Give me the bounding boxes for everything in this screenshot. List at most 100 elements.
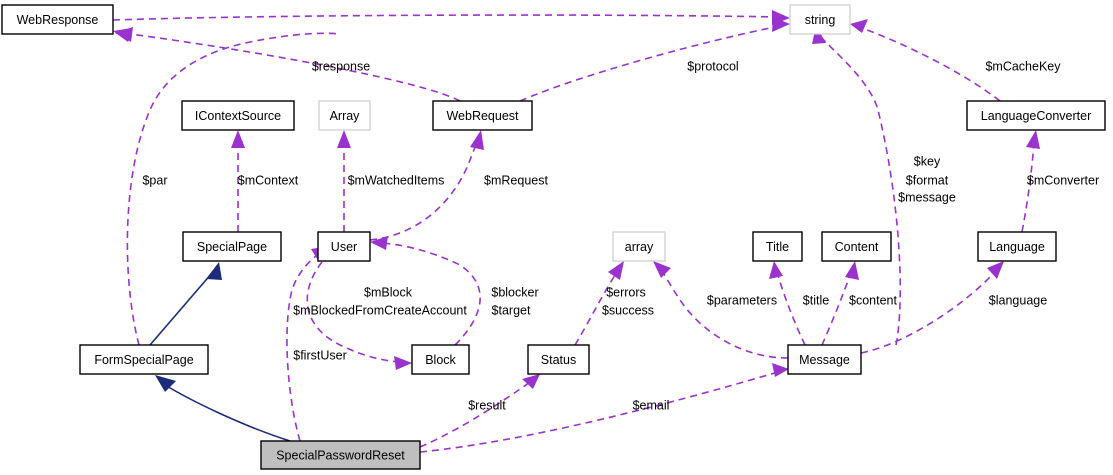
edge-formspecialpage-webresponse (126, 32, 341, 346)
arrowhead-user-blocker (370, 236, 388, 250)
node-string[interactable]: string (789, 4, 851, 35)
node-label-block: Block (425, 353, 456, 367)
node-specialpage[interactable]: SpecialPage (182, 231, 282, 262)
arrowhead-content-content (845, 261, 859, 280)
node-content[interactable]: Content (821, 231, 892, 262)
node-specialpasswordreset[interactable]: SpecialPasswordReset (260, 440, 421, 470)
edge-label-firstuser: $firstUser (293, 348, 346, 362)
edge-label-format: $format (906, 173, 949, 187)
node-icontextsource[interactable]: IContextSource (181, 100, 295, 131)
edge-label-content-label: $content (849, 293, 897, 307)
edge-user-webrequest (369, 141, 478, 241)
node-formspecialpage[interactable]: FormSpecialPage (79, 344, 209, 375)
edge-label-target: $target (492, 303, 531, 317)
edge-webrequest-string (519, 25, 781, 102)
arrowhead-languageconverter-mconverter (1026, 130, 1040, 149)
node-label-user: User (331, 240, 357, 254)
node-label-status: Status (541, 353, 576, 367)
arrowhead-array-parameters (653, 261, 671, 278)
edge-label-mconverter: $mConverter (1027, 173, 1099, 187)
edge-specialpasswordreset-status (419, 381, 531, 448)
edge-label-mrequest: $mRequest (484, 173, 548, 187)
edge-label-par: $par (142, 173, 167, 187)
node-array-class[interactable]: Array (318, 100, 371, 131)
edge-label-mcachekey: $mCacheKey (985, 59, 1061, 73)
node-box-message[interactable] (787, 344, 862, 375)
node-box-user[interactable] (317, 231, 371, 262)
edge-label-title-label: $title (803, 293, 829, 307)
arrowhead-message-email (772, 363, 789, 377)
arrowhead-string-upper (772, 10, 790, 25)
edge-label-mblock: $mBlock (364, 285, 413, 299)
arrowhead-array-class-mwatcheditems (337, 130, 351, 148)
edge-label-key: $key (914, 154, 941, 168)
node-message[interactable]: Message (787, 344, 862, 375)
node-box-array-class[interactable] (318, 100, 371, 131)
edge-label-email: $email (633, 398, 670, 412)
edge-label-errors: $errors (606, 285, 646, 299)
node-label-icontextsource: IContextSource (195, 109, 281, 123)
node-label-specialpasswordreset: SpecialPasswordReset (276, 448, 405, 462)
node-box-specialpage[interactable] (182, 231, 282, 262)
node-language[interactable]: Language (977, 231, 1057, 262)
arrowhead-formspecialpage-inherit (155, 375, 176, 392)
node-status[interactable]: Status (527, 344, 590, 375)
node-box-block[interactable] (411, 344, 470, 375)
inheritance-edges (149, 262, 291, 442)
node-box-status[interactable] (527, 344, 590, 375)
arrowhead-webrequest-mrequest (470, 130, 484, 150)
edge-label-message-label: $message (898, 190, 956, 204)
node-box-webrequest[interactable] (432, 100, 533, 131)
node-label-languageconverter: LanguageConverter (981, 109, 1092, 123)
edge-inherit-specialpasswordreset-formspecialpage (164, 384, 291, 442)
node-label-formspecialpage: FormSpecialPage (94, 353, 193, 367)
node-title[interactable]: Title (752, 231, 803, 262)
edge-label-response: $response (312, 59, 370, 73)
node-box-specialpasswordreset[interactable] (260, 440, 421, 470)
edge-label-result: $result (468, 398, 506, 412)
node-box-languageconverter[interactable] (966, 100, 1106, 131)
node-block[interactable]: Block (411, 344, 470, 375)
edge-specialpasswordreset-message (419, 371, 779, 453)
node-user[interactable]: User (317, 231, 371, 262)
node-label-string: string (805, 13, 836, 27)
node-box-webresponse[interactable] (1, 4, 114, 35)
diagram-edge-labels: $response$protocol$mCacheKey$par$mContex… (142, 59, 1099, 412)
edge-label-blocker: $blocker (491, 285, 538, 299)
node-label-content: Content (835, 240, 879, 254)
edge-webresponse-string-upper (112, 14, 781, 21)
edge-label-success: $success (602, 303, 654, 317)
edge-label-parameters: $parameters (707, 293, 777, 307)
node-box-array-type[interactable] (612, 231, 666, 262)
edge-label-protocol: $protocol (687, 59, 738, 73)
edge-message-array (659, 267, 789, 359)
edge-languageconverter-string (861, 27, 1001, 102)
edge-message-string (819, 35, 902, 346)
node-webresponse[interactable]: WebResponse (1, 4, 114, 35)
edge-label-mblockedfromcreateaccount: $mBlockedFromCreateAccount (293, 303, 467, 317)
node-box-language[interactable] (977, 231, 1057, 262)
arrowhead-specialpage-inherit (206, 262, 222, 280)
node-array-type[interactable]: array (612, 231, 666, 262)
usage-edges (112, 10, 1040, 453)
arrowhead-icontextsource-mcontext (231, 130, 245, 148)
node-box-icontextsource[interactable] (181, 100, 295, 131)
edge-inherit-formspecialpage-specialpage (149, 272, 213, 346)
node-webrequest[interactable]: WebRequest (432, 100, 533, 131)
node-label-array-class: Array (330, 109, 361, 123)
node-label-webrequest: WebRequest (446, 109, 519, 123)
edge-message-content (821, 271, 852, 346)
arrowhead-webresponse-par (115, 27, 133, 42)
node-box-formspecialpage[interactable] (79, 344, 209, 375)
node-box-string[interactable] (789, 4, 851, 35)
edge-label-language-label: $language (989, 293, 1047, 307)
arrowhead-array-errors (608, 261, 624, 280)
node-label-specialpage: SpecialPage (197, 240, 267, 254)
node-box-title[interactable] (752, 231, 803, 262)
arrowhead-string-mcachekey (850, 19, 868, 33)
edge-status-array (574, 271, 618, 346)
node-languageconverter[interactable]: LanguageConverter (966, 100, 1106, 131)
node-box-content[interactable] (821, 231, 892, 262)
